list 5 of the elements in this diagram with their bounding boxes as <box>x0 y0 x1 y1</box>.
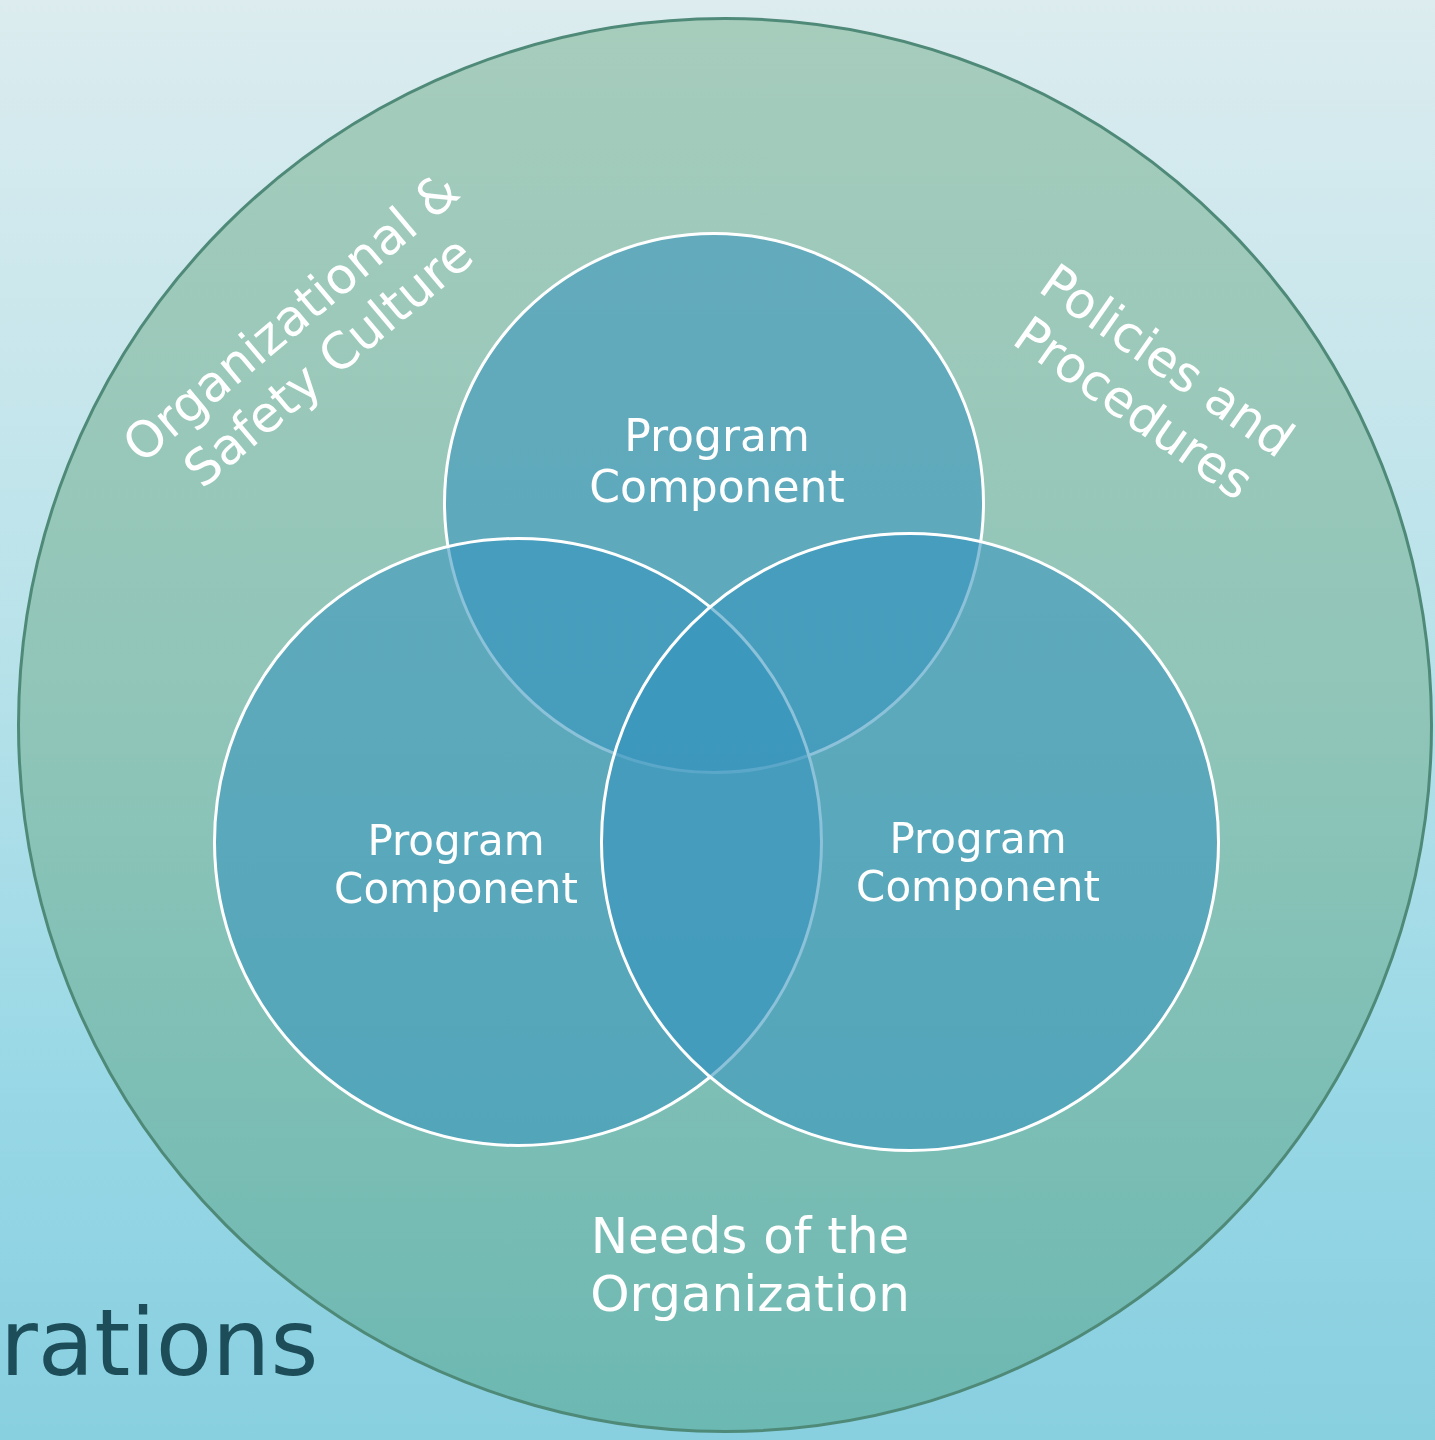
circle-label: Program Component <box>588 411 846 513</box>
slide-title-fragment: rations <box>0 1290 319 1397</box>
circle-label: Program Component <box>333 816 579 914</box>
circle-label: Needs of the Organization <box>589 1207 911 1323</box>
circle-label: Program Component <box>855 814 1101 912</box>
